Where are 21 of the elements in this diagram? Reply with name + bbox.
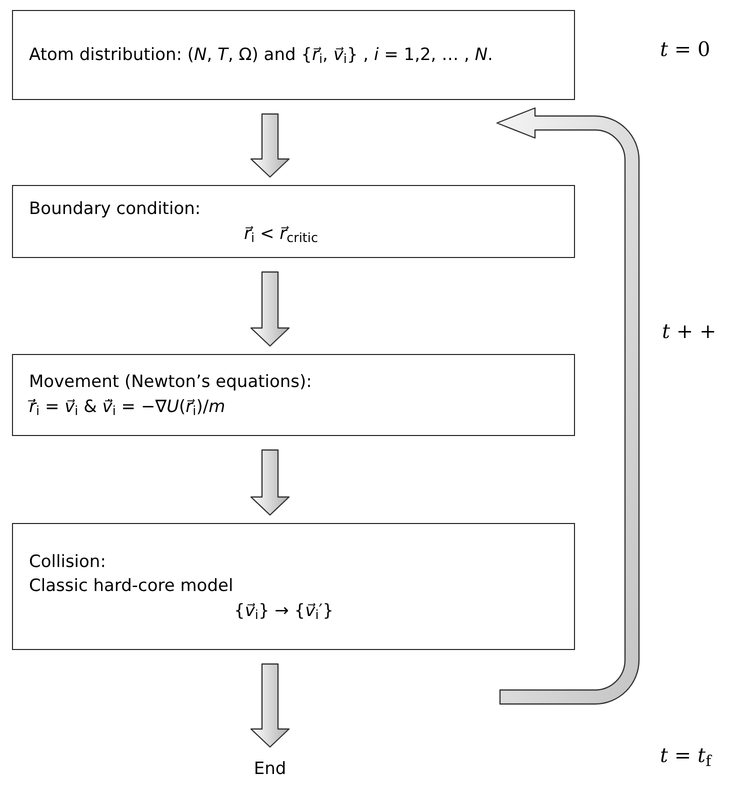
box-text: r⃗$_{i}$ < r⃗$_{critic}$: [243, 222, 319, 246]
time-label: t = t$_{f}$: [660, 742, 712, 770]
process-box: [12, 523, 575, 650]
process-box: [12, 185, 575, 258]
process-box: [12, 354, 575, 436]
box-heading: Boundary condition:: [29, 198, 202, 221]
box-heading: Atom distribution: (N, T, Ω) and {r⃗$_{i}$, v⃗$_{i}$} , i = 1,2, … , N.: [29, 44, 494, 68]
box-heading: Movement (Newton’s equations):: [29, 371, 313, 394]
block-arrow: [250, 663, 290, 748]
time-label: t = 0: [660, 36, 710, 63]
end-label: End: [230, 755, 310, 785]
time-label: t + +: [662, 318, 716, 345]
box-heading: Collision:: [29, 550, 107, 574]
block-arrow: [250, 449, 290, 516]
box-text: {v⃗$_{i}$} → {v⃗$_{i}$′}: [233, 600, 334, 624]
block-arrow: [496, 107, 640, 705]
block-arrow: [250, 113, 290, 178]
box-text: Classic hard-core model: [29, 575, 234, 598]
box-text: ṙ⃗$_{i}$ = v⃗$_{i}$ & v̇⃗$_{i}$ = −∇U(r⃗$_{i}$)/m: [29, 396, 226, 420]
block-arrow: [250, 271, 290, 347]
process-box: [12, 10, 575, 100]
